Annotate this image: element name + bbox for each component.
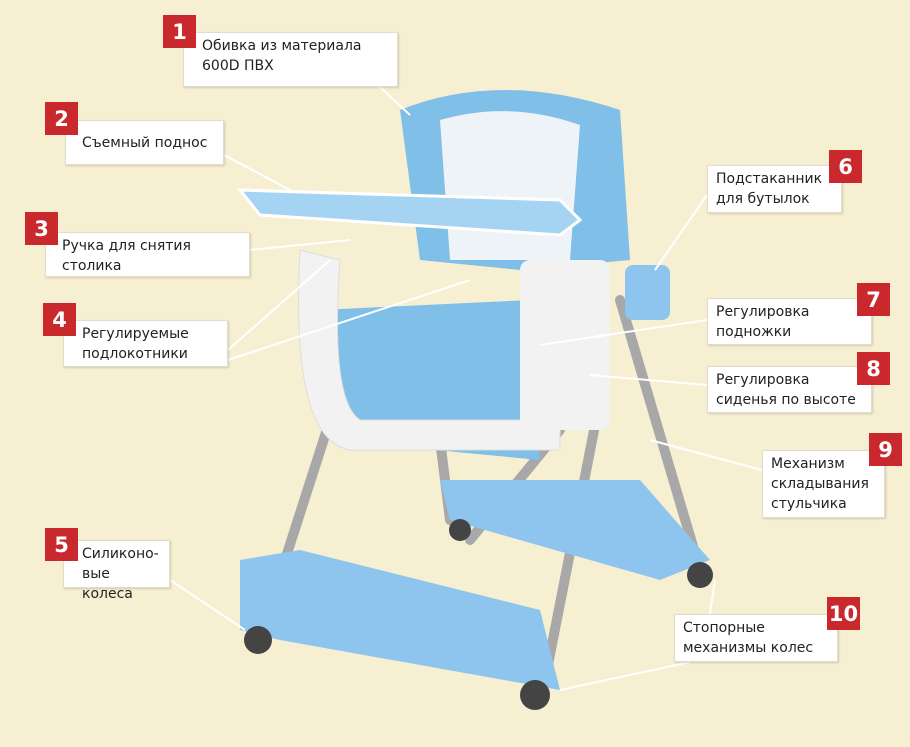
callout-number: 3 [25, 212, 58, 245]
seat-pad [440, 111, 580, 260]
callout-text: Съемный поднос [65, 120, 224, 165]
callout-number: 10 [827, 597, 860, 630]
tray [236, 188, 583, 237]
wheels [244, 519, 713, 710]
leader-lines [169, 86, 763, 691]
chair-base-rear [440, 480, 710, 580]
callout-text: Стопорные механизмы колес [674, 614, 838, 662]
callout-text: Механизм складывания стульчика [762, 450, 885, 518]
cup-holder [625, 265, 670, 320]
callout-number: 4 [43, 303, 76, 336]
callout-number: 5 [45, 528, 78, 561]
callout-number: 8 [857, 352, 890, 385]
callout-text: Регулировка сиденья по высоте [707, 366, 872, 413]
callout-number: 9 [869, 433, 902, 466]
callout-text: Силиконо-вые колеса [63, 540, 170, 602]
side-frame [520, 260, 610, 430]
callout-text: Ручка для снятия столика [45, 232, 250, 277]
callout-number: 7 [857, 283, 890, 316]
callout-number: 6 [829, 150, 862, 183]
callout-number: 2 [45, 102, 78, 135]
callout-text: Обивка из материала 600D ПВХ [183, 32, 398, 87]
callout-number: 1 [163, 15, 196, 48]
chair-base [240, 550, 560, 690]
callout-text: Подстаканник для бутылок [707, 165, 842, 213]
callout-text: Регулировка подножки [707, 298, 872, 345]
callout-text: Регулируемые подлокотники [63, 320, 228, 367]
